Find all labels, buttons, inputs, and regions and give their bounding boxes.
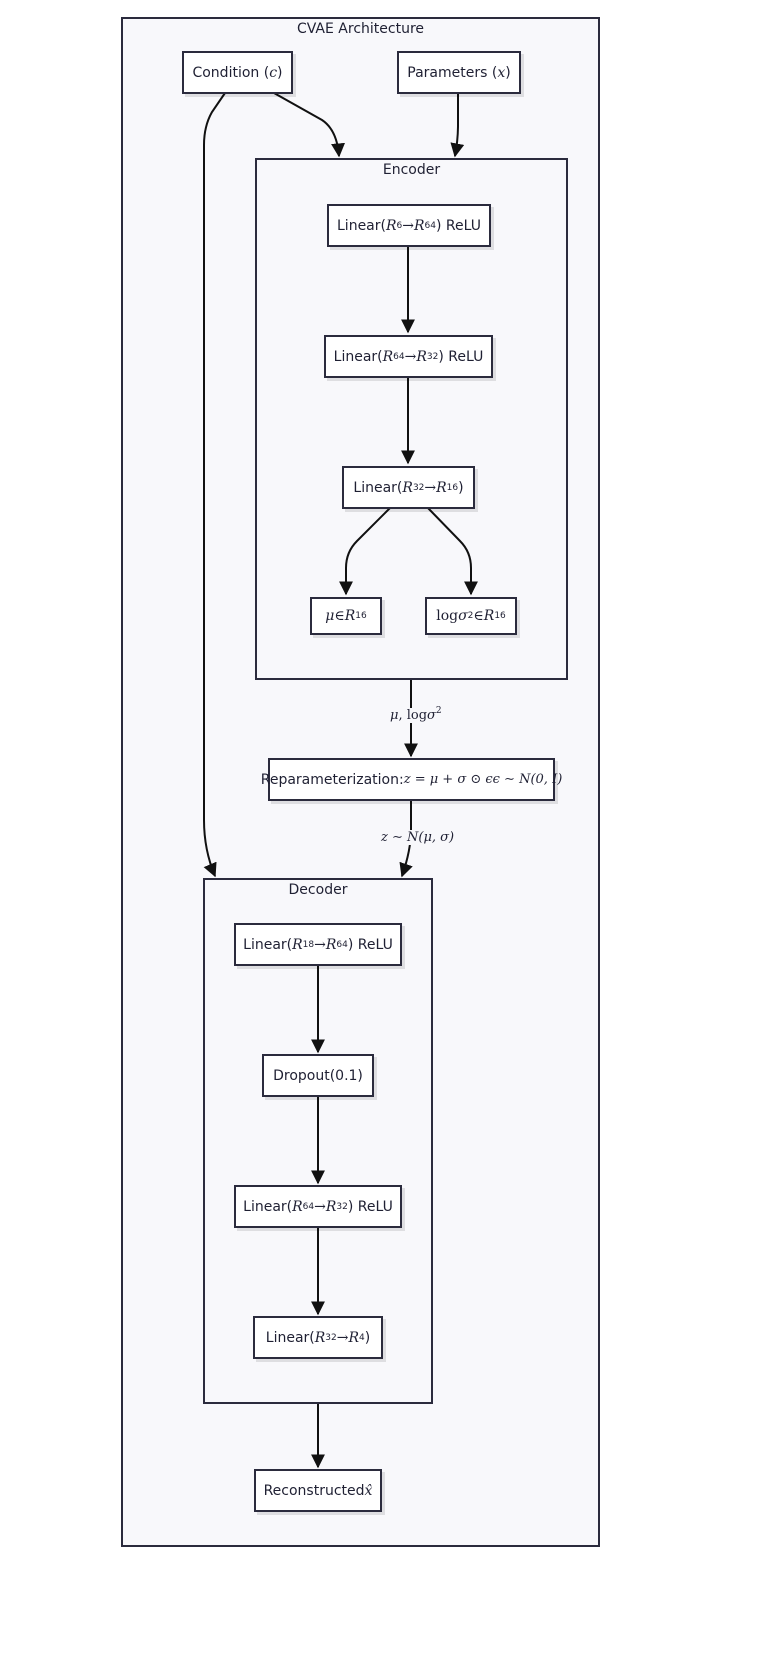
- encoder-title: Encoder: [382, 162, 441, 178]
- dec3-a: R: [314, 1329, 326, 1346]
- mu-var: μ: [325, 608, 335, 624]
- reparam-label: Reparameterization:: [260, 771, 404, 788]
- dec3-b: R: [348, 1329, 360, 1346]
- dropout-node[interactable]: Dropout(0.1): [262, 1054, 374, 1097]
- edge-label-sigma: σ: [427, 708, 436, 723]
- enc2-pre: Linear(: [333, 348, 383, 365]
- enc2-post: ) ReLU: [438, 348, 484, 365]
- enc1-post: ) ReLU: [436, 217, 481, 234]
- logvar-in: ∈: [473, 608, 484, 624]
- condition-var: c: [269, 64, 278, 81]
- edge-condition-decoder: [203, 92, 226, 878]
- enc3-pre: Linear(: [353, 479, 403, 496]
- dec3-arrow: →: [336, 1329, 349, 1346]
- edge-condition-encoder: [273, 92, 346, 158]
- edge-label-z-sample: z ∼ N(μ, σ): [379, 830, 457, 845]
- dec3-pre: Linear(: [265, 1329, 315, 1346]
- mu-in: ∈: [334, 608, 345, 624]
- enc3-arrow: →: [424, 479, 437, 496]
- logvar-var: σ: [458, 608, 468, 624]
- reparam-formula: z = μ + σ ⊙ ϵϵ ∼ N(0, I): [403, 772, 563, 787]
- parameters-label: Parameters (: [407, 64, 498, 81]
- recon-label: Reconstructed: [263, 1482, 365, 1499]
- enc3-post: ): [458, 479, 464, 496]
- diagram-title: CVAE Architecture: [296, 21, 425, 37]
- enc1-arrow: →: [402, 217, 414, 234]
- enc1-b: R: [414, 217, 425, 234]
- recon-var: x̂: [364, 1482, 373, 1499]
- edge-enc3-logvar: [427, 507, 478, 596]
- decoder-title: Decoder: [288, 882, 348, 898]
- edge-label-sup: 2: [435, 706, 442, 716]
- enc3-a: R: [402, 479, 413, 496]
- condition-close: ): [277, 64, 283, 81]
- dec2-post: ) ReLU: [347, 1198, 393, 1215]
- condition-label: Condition (: [192, 64, 270, 81]
- enc3-b: R: [436, 479, 447, 496]
- edge-label-mu: μ: [390, 708, 399, 723]
- dec2-arrow: →: [314, 1198, 326, 1215]
- enc2-arrow: →: [404, 348, 417, 365]
- parameters-close: ): [505, 64, 511, 81]
- mu-r: R: [344, 608, 356, 624]
- logvar-log: log: [436, 608, 459, 624]
- logvar-r: R: [483, 608, 495, 624]
- edge-parameters-encoder: [450, 93, 465, 158]
- dropout-label: Dropout(0.1): [273, 1067, 363, 1084]
- dec2-pre: Linear(: [243, 1198, 293, 1215]
- condition-node[interactable]: Condition (c): [182, 51, 293, 94]
- enc1-a: R: [385, 217, 397, 234]
- edge-label-sep: , log: [398, 708, 428, 723]
- dec2-b: R: [325, 1198, 337, 1215]
- parameters-node[interactable]: Parameters (x): [397, 51, 521, 94]
- dec2-a: R: [292, 1198, 303, 1215]
- dec1-b: R: [325, 936, 337, 953]
- enc1-pre: Linear(: [337, 217, 386, 234]
- encoder-group: Encoder: [255, 158, 568, 680]
- edge-label-mu-logvar: μ, logσ2: [388, 706, 444, 723]
- enc2-b: R: [416, 348, 427, 365]
- reparameterization-node[interactable]: Reparameterization:z = μ + σ ⊙ ϵϵ ∼ N(0,…: [261, 758, 562, 801]
- enc2-a: R: [382, 348, 394, 365]
- dec1-pre: Linear(: [243, 936, 293, 953]
- dec1-a: R: [292, 936, 303, 953]
- edge-enc3-mu: [339, 507, 391, 596]
- dec1-post: ) ReLU: [347, 936, 393, 953]
- dec1-arrow: →: [314, 936, 326, 953]
- parameters-var: x: [497, 64, 506, 81]
- dec3-post: ): [364, 1329, 371, 1346]
